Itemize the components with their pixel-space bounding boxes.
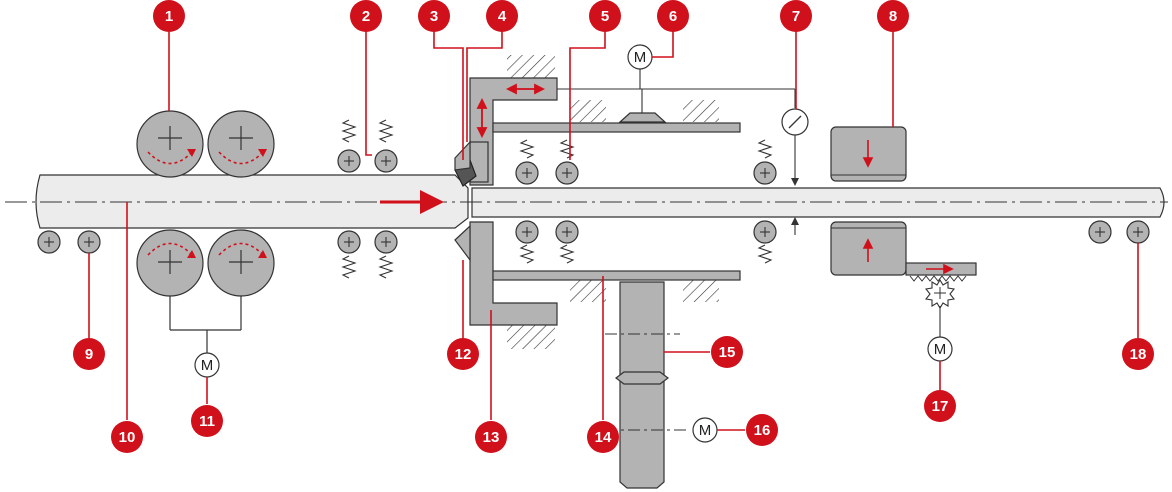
clamp-unit <box>830 126 977 338</box>
lower-guide-rail <box>492 270 741 281</box>
svg-text:7: 7 <box>792 8 800 25</box>
marker-2: 2 <box>350 0 382 32</box>
callout-markers: 1 2 3 4 5 6 7 8 9 10 11 12 13 14 15 16 1… <box>73 0 1154 453</box>
marker-14: 14 <box>587 421 619 453</box>
cutting-head <box>454 55 741 349</box>
springs <box>341 119 773 279</box>
marker-12: 12 <box>447 338 479 370</box>
svg-text:5: 5 <box>601 8 609 25</box>
marker-13: 13 <box>475 421 507 453</box>
svg-text:17: 17 <box>932 398 949 415</box>
svg-text:14: 14 <box>595 429 612 446</box>
svg-text:8: 8 <box>889 8 897 25</box>
marker-10: 10 <box>111 421 143 453</box>
marker-4: 4 <box>486 0 518 32</box>
marker-16: 16 <box>746 414 778 446</box>
motor-label: M <box>201 357 214 374</box>
gear-shaft <box>605 281 690 489</box>
svg-text:9: 9 <box>85 346 93 363</box>
upper-knife-carrier <box>469 77 558 186</box>
marker-3: 3 <box>418 0 450 32</box>
marker-5: 5 <box>589 0 621 32</box>
upper-guide-rail <box>492 122 741 133</box>
svg-text:2: 2 <box>362 8 370 25</box>
marker-8: 8 <box>877 0 909 32</box>
svg-text:4: 4 <box>498 8 507 25</box>
marker-9: 9 <box>73 338 105 370</box>
tube <box>5 174 1168 229</box>
motor-label: M <box>934 341 947 358</box>
svg-text:1: 1 <box>165 8 173 25</box>
svg-text:6: 6 <box>669 8 677 25</box>
svg-text:13: 13 <box>483 429 500 446</box>
marker-7: 7 <box>780 0 812 32</box>
marker-15: 15 <box>711 336 743 368</box>
marker-6: 6 <box>657 0 689 32</box>
motor-label: M <box>699 422 712 439</box>
marker-11: 11 <box>191 405 223 437</box>
drive-rollers <box>136 110 275 353</box>
marker-1: 1 <box>153 0 185 32</box>
svg-text:12: 12 <box>455 346 472 363</box>
gauge <box>557 88 809 235</box>
svg-text:18: 18 <box>1130 346 1147 363</box>
marker-17: 17 <box>924 390 956 422</box>
svg-text:11: 11 <box>199 413 215 430</box>
leader-lines <box>88 30 1139 431</box>
svg-text:15: 15 <box>719 344 736 361</box>
motors: M M M M <box>194 44 953 443</box>
svg-text:3: 3 <box>430 8 438 25</box>
motor-label: M <box>634 49 647 66</box>
lower-knife-carrier <box>469 221 558 326</box>
svg-text:10: 10 <box>119 429 136 446</box>
svg-text:16: 16 <box>754 422 771 439</box>
marker-18: 18 <box>1122 338 1154 370</box>
